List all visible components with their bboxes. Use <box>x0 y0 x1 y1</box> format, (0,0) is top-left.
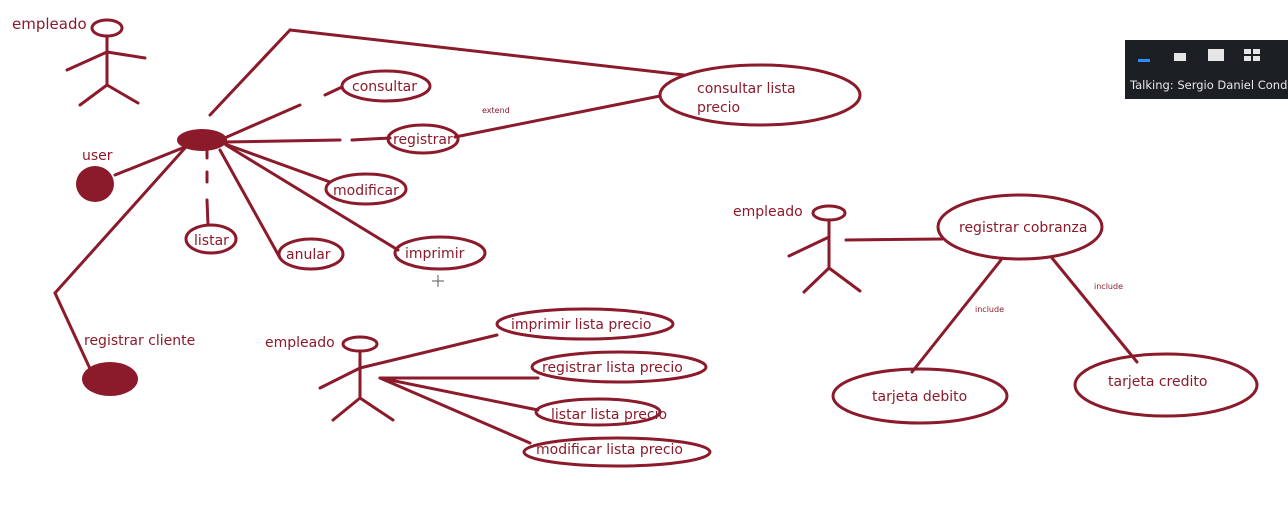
use-case-tarjeta-credito <box>1073 352 1259 418</box>
use-case-modificar-lista-precio <box>522 436 712 468</box>
user-actor-head <box>76 166 114 202</box>
actor-label-registrar-cliente: registrar cliente <box>84 333 195 349</box>
actor-empleado-right <box>787 204 1139 374</box>
use-case-imprimir-lista-precio <box>495 307 675 341</box>
hub-relations <box>53 28 686 375</box>
actor-empleado-bottom <box>318 333 540 445</box>
crosshair-cursor-icon <box>432 275 444 287</box>
use-case-registrar <box>386 123 460 155</box>
use-case-anular <box>277 237 345 271</box>
use-case-imprimir <box>393 235 487 271</box>
use-case-label-modificar-lista-precio: modificar lista precio <box>536 442 683 458</box>
use-case-registrar-cobranza <box>936 193 1104 261</box>
use-case-label-registrar: registrar <box>393 132 453 148</box>
use-case-label-tarjeta-debito: tarjeta debito <box>872 389 967 405</box>
actor-label-empleado-top: empleado <box>12 15 87 33</box>
use-case-consultar-lista-precio <box>658 63 862 127</box>
relation-label-include-left: include <box>975 305 1004 314</box>
use-case-listar-lista-precio <box>534 397 662 427</box>
relation-label-include-right: include <box>1094 282 1123 291</box>
registrar-cliente-actor-head <box>82 362 138 396</box>
thumbnail-view-icon[interactable] <box>1205 46 1227 64</box>
use-case-label-anular: anular <box>286 247 331 263</box>
use-case-label-tarjeta-credito: tarjeta credito <box>1108 374 1207 390</box>
use-case-modificar <box>324 172 408 206</box>
use-case-consultar <box>340 69 432 103</box>
use-case-label-consultar-lista-line2: precio <box>697 100 740 116</box>
actor-label-user: user <box>82 148 113 164</box>
use-case-label-registrar-lista-precio: registrar lista precio <box>542 360 683 376</box>
use-case-label-listar: listar <box>194 233 229 249</box>
use-case-label-listar-lista-precio: listar lista precio <box>551 407 667 423</box>
use-case-label-imprimir: imprimir <box>405 246 465 262</box>
gallery-view-icon[interactable] <box>1241 46 1263 64</box>
use-case-listar <box>184 223 238 255</box>
use-case-tarjeta-debito <box>831 367 1009 425</box>
hub-node <box>177 129 227 151</box>
use-case-label-consultar: consultar <box>352 79 417 95</box>
meeting-view-toolbar: Talking: Sergio Daniel Conde <box>1125 40 1288 99</box>
use-case-registrar-lista-precio <box>530 350 708 384</box>
speaker-view-icon[interactable] <box>1169 46 1191 64</box>
actor-label-empleado-bottom: empleado <box>265 335 335 351</box>
use-case-label-consultar-lista-line1: consultar lista <box>697 81 796 97</box>
active-speaker-label: Talking: Sergio Daniel Conde <box>1130 78 1288 92</box>
use-case-label-imprimir-lista-precio: imprimir lista precio <box>511 317 652 333</box>
minimize-view-icon[interactable] <box>1133 46 1155 64</box>
actor-label-empleado-right: empleado <box>733 204 803 220</box>
use-case-label-modificar: modificar <box>333 183 399 199</box>
view-mode-buttons <box>1133 46 1263 64</box>
actor-empleado-top <box>65 18 147 107</box>
use-case-label-registrar-cobranza: registrar cobranza <box>959 220 1087 236</box>
relation-label-extend: extend <box>482 106 510 115</box>
